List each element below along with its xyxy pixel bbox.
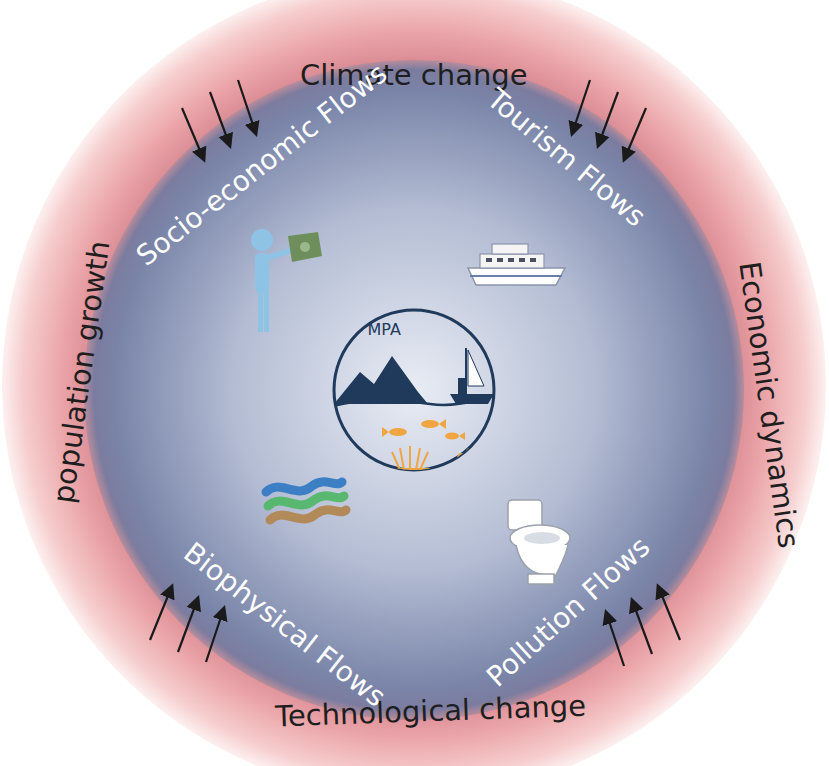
ship-icon	[468, 244, 565, 285]
waves-icon	[266, 482, 346, 520]
mpa-circle: MPA	[332, 308, 496, 472]
person-money-icon	[251, 229, 322, 332]
mpa-circle-outline	[332, 308, 496, 472]
pressure-arrows	[150, 80, 680, 666]
driver-label: Climate change	[300, 60, 528, 92]
flows-disc: Socio-economic FlowsTourism FlowsPolluti…	[84, 60, 744, 720]
mpa-artwork	[320, 348, 510, 470]
mpa-label: MPA	[368, 321, 401, 339]
toilet-icon	[508, 500, 570, 584]
